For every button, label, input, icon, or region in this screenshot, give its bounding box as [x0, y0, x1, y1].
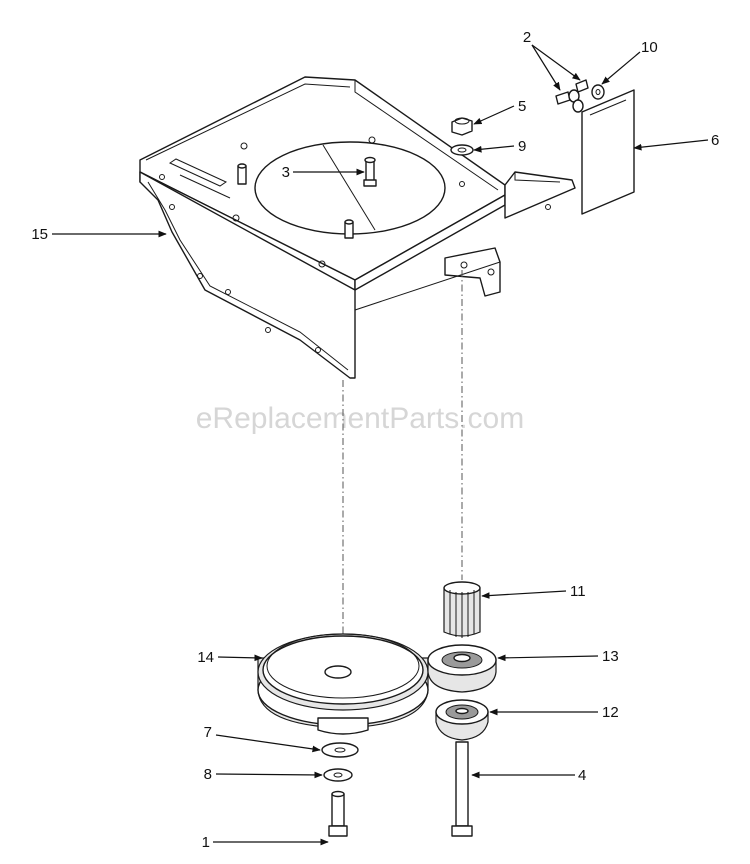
callout-8: 8 [204, 766, 212, 783]
idler-pulley-part-12 [435, 699, 489, 741]
long-bolt-part-4 [451, 741, 473, 837]
callout-6: 6 [711, 132, 719, 149]
callout-15: 15 [31, 226, 48, 243]
callout-1: 1 [202, 834, 210, 851]
washers-part-10 [572, 84, 605, 113]
pulley-part-13 [427, 644, 497, 693]
washer-part-9 [450, 144, 474, 187]
callout-3: 3 [282, 164, 290, 181]
washer-part-7 [321, 742, 359, 758]
watermark: eReplacementParts.com [196, 402, 524, 435]
callout-14: 14 [197, 649, 214, 666]
large-pulley-part-14 [257, 633, 429, 735]
callout-9: 9 [518, 138, 526, 155]
callout-4: 4 [578, 767, 586, 784]
bolt-part-3 [363, 156, 377, 187]
plate-part-6 [581, 89, 635, 215]
callout-2: 2 [523, 29, 531, 46]
leader-lines [52, 44, 709, 846]
nut-part-5 [451, 117, 473, 136]
washer-part-8 [323, 768, 353, 782]
callout-5: 5 [518, 98, 526, 115]
gear-part-11 [443, 581, 481, 638]
callout-11: 11 [570, 583, 586, 600]
callout-12: 12 [602, 704, 619, 721]
mounting-bracket-part [139, 76, 576, 379]
bolts-part-2 [555, 79, 589, 105]
bolt-part-1 [328, 790, 348, 837]
callout-7: 7 [204, 724, 212, 741]
callout-13: 13 [602, 648, 619, 665]
callout-10: 10 [641, 39, 658, 56]
